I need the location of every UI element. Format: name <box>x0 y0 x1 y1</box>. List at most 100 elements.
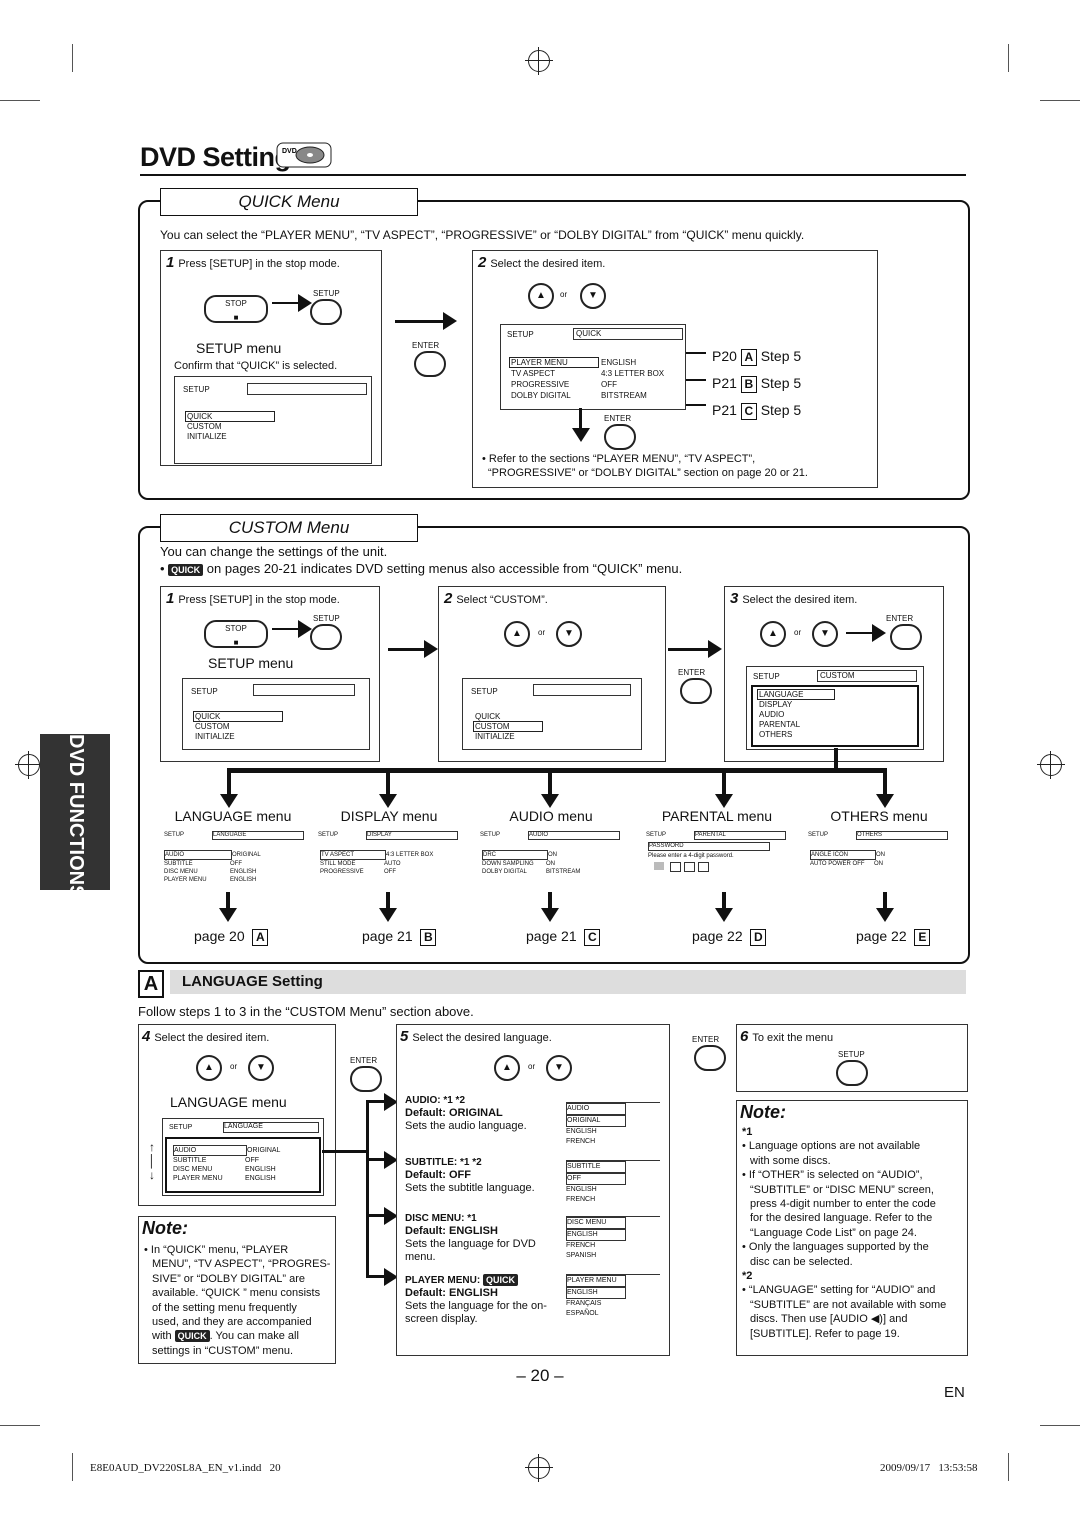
or-label: or <box>230 1062 238 1071</box>
connector-line <box>322 1150 368 1153</box>
option-player-menu: PLAYER MENU: QUICK Default: ENGLISH Sets… <box>405 1274 547 1325</box>
arrow-down-icon <box>572 428 590 442</box>
arrow-down-icon <box>876 794 894 808</box>
arrow-down-icon <box>548 892 552 912</box>
stop-button[interactable]: STOP■ <box>204 620 268 648</box>
page-ref-a: P20 A Step 5 <box>712 348 802 366</box>
arrow-down-icon <box>386 892 390 912</box>
option-subtitle: SUBTITLE: *1 *2 Default: OFF Sets the su… <box>405 1157 535 1194</box>
registration-mark-icon <box>525 1454 553 1482</box>
quick-intro: You can select the “PLAYER MENU”, “TV AS… <box>160 228 805 242</box>
enter-button[interactable] <box>414 351 446 377</box>
dvd-functions-sidebar: DVD FUNCTIONS <box>40 734 110 898</box>
page-number: – 20 – <box>516 1366 564 1385</box>
arrow-down-icon <box>876 908 894 922</box>
arrow-right-icon <box>272 628 302 630</box>
arrow-right-icon <box>388 648 426 651</box>
custom-menu-tab: CUSTOM Menu <box>160 514 418 542</box>
enter-button[interactable] <box>604 424 636 450</box>
footer-filename: E8E0AUD_DV220SL8A_EN_v1.indd 20 <box>90 1462 281 1474</box>
branch-arrow <box>834 748 838 770</box>
arrow-right-icon <box>872 624 886 642</box>
custom-section <box>138 526 970 964</box>
down-arrow-button[interactable]: ▼ <box>556 621 582 647</box>
arrow-right-icon <box>395 320 445 323</box>
up-arrow-button[interactable]: ▲ <box>196 1055 222 1081</box>
bracket-line <box>686 379 706 381</box>
quick-section <box>138 200 970 500</box>
setup-label: SETUP <box>313 289 340 298</box>
dvd-disc-icon: DVD <box>276 142 332 168</box>
page-ref-b: page 21 B <box>362 928 437 946</box>
up-arrow-button[interactable]: ▲ <box>504 621 530 647</box>
setup-screen: SETUP QUICK CUSTOM INITIALIZE <box>462 678 642 750</box>
arrow-down-icon <box>541 908 559 922</box>
quick-badge: QUICK <box>174 1330 210 1343</box>
language-code: EN <box>944 1384 965 1401</box>
note-left-text: • In “QUICK” menu, “PLAYER MENU”, “TV AS… <box>144 1244 331 1357</box>
up-arrow-button[interactable]: ▲ <box>528 283 554 309</box>
arrow-right-icon <box>384 1151 398 1169</box>
setup-button[interactable] <box>310 299 342 325</box>
down-arrow-button[interactable]: ▼ <box>546 1055 572 1081</box>
down-arrow-button[interactable]: ▼ <box>812 621 838 647</box>
connector-line <box>366 1214 386 1217</box>
arrow-right-icon <box>708 640 722 658</box>
arrow-down-icon <box>541 794 559 808</box>
or-label: or <box>528 1062 536 1071</box>
page-ref-c: P21 C Step 5 <box>712 402 802 420</box>
lang-step5-box <box>396 1024 670 1356</box>
arrow-right-icon <box>384 1093 398 1111</box>
setup-menu-label: SETUP menu <box>208 655 294 671</box>
enter-label: ENTER <box>604 414 632 423</box>
or-label: or <box>794 628 802 637</box>
enter-button[interactable] <box>680 678 712 704</box>
setup-button[interactable] <box>310 624 342 650</box>
setup-screen: SETUP QUICK CUSTOM INITIALIZE <box>182 678 370 750</box>
or-label: or <box>538 628 546 637</box>
down-arrow-button[interactable]: ▼ <box>248 1055 274 1081</box>
arrow-right-icon <box>272 302 302 304</box>
arrow-right-icon <box>384 1207 398 1225</box>
arrow-down-icon <box>379 794 397 808</box>
registration-mark-icon <box>525 47 553 75</box>
enter-label: ENTER <box>692 1035 720 1044</box>
branch-drop <box>883 768 887 798</box>
confirm-text: Confirm that “QUICK” is selected. <box>174 360 338 372</box>
enter-label: ENTER <box>886 614 914 623</box>
title-rule <box>140 174 966 176</box>
arrow-right-icon <box>298 620 312 638</box>
language-setting-heading: LANGUAGE Setting <box>170 970 966 994</box>
enter-button[interactable] <box>890 624 922 650</box>
stop-button[interactable]: STOP■ <box>204 295 268 323</box>
down-arrow-button[interactable]: ▼ <box>580 283 606 309</box>
enter-button[interactable] <box>694 1045 726 1071</box>
refer-note: • Refer to the sections “PLAYER MENU”, “… <box>482 453 808 479</box>
setup-button[interactable] <box>836 1060 868 1086</box>
connector-line <box>366 1100 386 1103</box>
note-right-text: *1 • Language options are not available … <box>742 1126 947 1340</box>
language-menu-label: LANGUAGE menu <box>170 1094 287 1110</box>
up-arrow-button[interactable]: ▲ <box>760 621 786 647</box>
branch-bar <box>227 768 887 773</box>
setup-label: SETUP <box>838 1050 865 1059</box>
footer-date: 2009/09/17 13:53:58 <box>880 1462 978 1474</box>
branch-drop <box>548 768 552 798</box>
up-arrow-button[interactable]: ▲ <box>494 1055 520 1081</box>
branch-drop <box>386 768 390 798</box>
arrow-down-icon <box>379 908 397 922</box>
submenu-parental: PARENTAL menu SETUP PARENTAL PASSWORD Pl… <box>642 808 792 886</box>
enter-button[interactable] <box>350 1066 382 1092</box>
page-ref-c: page 21 C <box>526 928 601 946</box>
enter-label: ENTER <box>412 341 440 350</box>
setup-menu-label: SETUP menu <box>196 340 282 356</box>
note-left-title: Note: <box>142 1218 188 1238</box>
